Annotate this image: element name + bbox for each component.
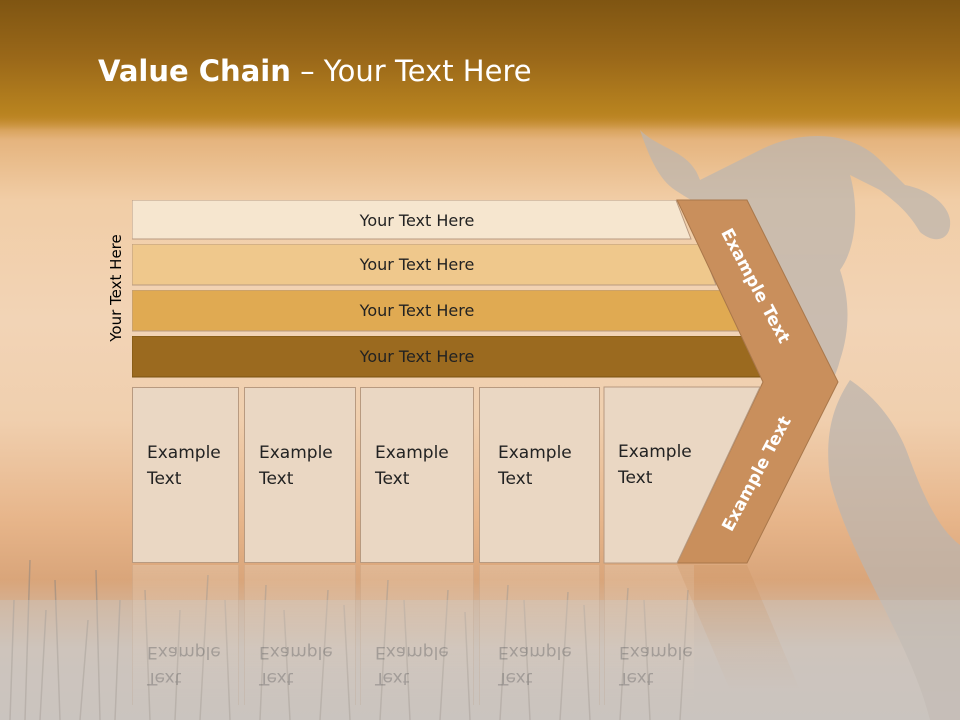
box-4-line2: Text — [498, 469, 533, 489]
title-bold: Value Chain — [98, 54, 291, 88]
bar-4-label: Your Text Here — [359, 346, 475, 366]
title-rest: – Your Text Here — [290, 54, 532, 88]
box-2-line1: Example — [259, 443, 333, 463]
box-5-line2: Text — [618, 468, 653, 488]
box-1-line1: Example — [147, 443, 221, 463]
box-3-line1: Example — [375, 443, 449, 463]
header-band — [0, 0, 960, 130]
bar-1-label: Your Text Here — [359, 210, 475, 230]
box-2-line2: Text — [259, 469, 294, 489]
page-title: Value Chain – Your Text Here — [98, 54, 532, 88]
box-1-line2: Text — [147, 469, 182, 489]
box-5-line1: Example — [618, 442, 692, 462]
bar-4: Your Text Here — [132, 336, 764, 378]
box-4-line1: Example — [498, 443, 572, 463]
bar-2: Your Text Here — [132, 244, 717, 286]
bar-1-shape — [132, 200, 692, 240]
bar-3-label: Your Text Here — [359, 300, 475, 320]
bar-2-shape — [132, 244, 717, 286]
bar-1: Your Text Here — [132, 200, 692, 240]
bar-2-label: Your Text Here — [359, 254, 475, 274]
box-3-line2: Text — [375, 469, 410, 489]
